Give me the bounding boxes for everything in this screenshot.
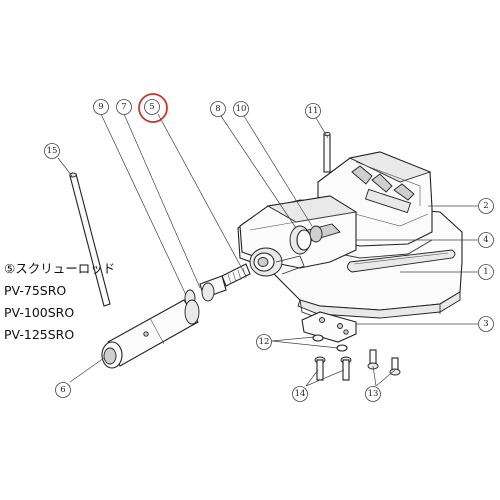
callout-14: 14 [292,386,308,402]
callout-9: 9 [93,99,109,115]
model-number: PV-75SRO [4,283,67,298]
callout-2: 2 [478,198,494,214]
svg-text:14: 14 [295,389,306,399]
svg-text:5: 5 [149,102,154,112]
callout-11: 11 [305,103,321,119]
svg-text:6: 6 [60,385,65,395]
svg-text:15: 15 [47,146,58,156]
svg-text:12: 12 [259,337,270,347]
callout-4: 4 [478,232,494,248]
callout-8: 8 [210,101,226,117]
svg-text:9: 9 [98,102,103,112]
callout-3: 3 [478,316,494,332]
washers [312,334,348,352]
part-name: ⑤スクリューロッド [4,261,116,276]
svg-text:8: 8 [215,104,220,114]
clamp-plate [301,311,357,343]
svg-text:13: 13 [368,389,379,399]
svg-text:7: 7 [121,102,126,112]
model-number: PV-100SRO [4,305,75,320]
bearing-collar [289,225,323,255]
bolts-14 [314,356,352,381]
callout-15: 15 [44,143,60,159]
svg-text:2: 2 [483,201,488,211]
svg-text:11: 11 [308,106,319,116]
pin [323,131,331,173]
callout-6: 6 [55,382,71,398]
svg-text:1: 1 [483,267,488,277]
svg-text:10: 10 [236,104,247,114]
bolts-13 [367,349,401,376]
callout-7: 7 [116,99,132,115]
long-rod [69,172,111,307]
leader-lines [57,113,478,387]
svg-text:4: 4 [483,235,488,245]
svg-text:3: 3 [483,319,488,329]
callout-12: 12 [256,334,272,350]
callout-13: 13 [365,386,381,402]
part-info: ⑤スクリューロッド PV-75SRO PV-100SRO PV-125SRO [4,258,115,346]
callout-5-highlighted: 5 [138,93,168,123]
callout-10: 10 [233,101,249,117]
screw-rod [184,263,251,307]
handle-sleeve [101,299,200,369]
model-number: PV-125SRO [4,327,75,342]
callout-1: 1 [478,264,494,280]
